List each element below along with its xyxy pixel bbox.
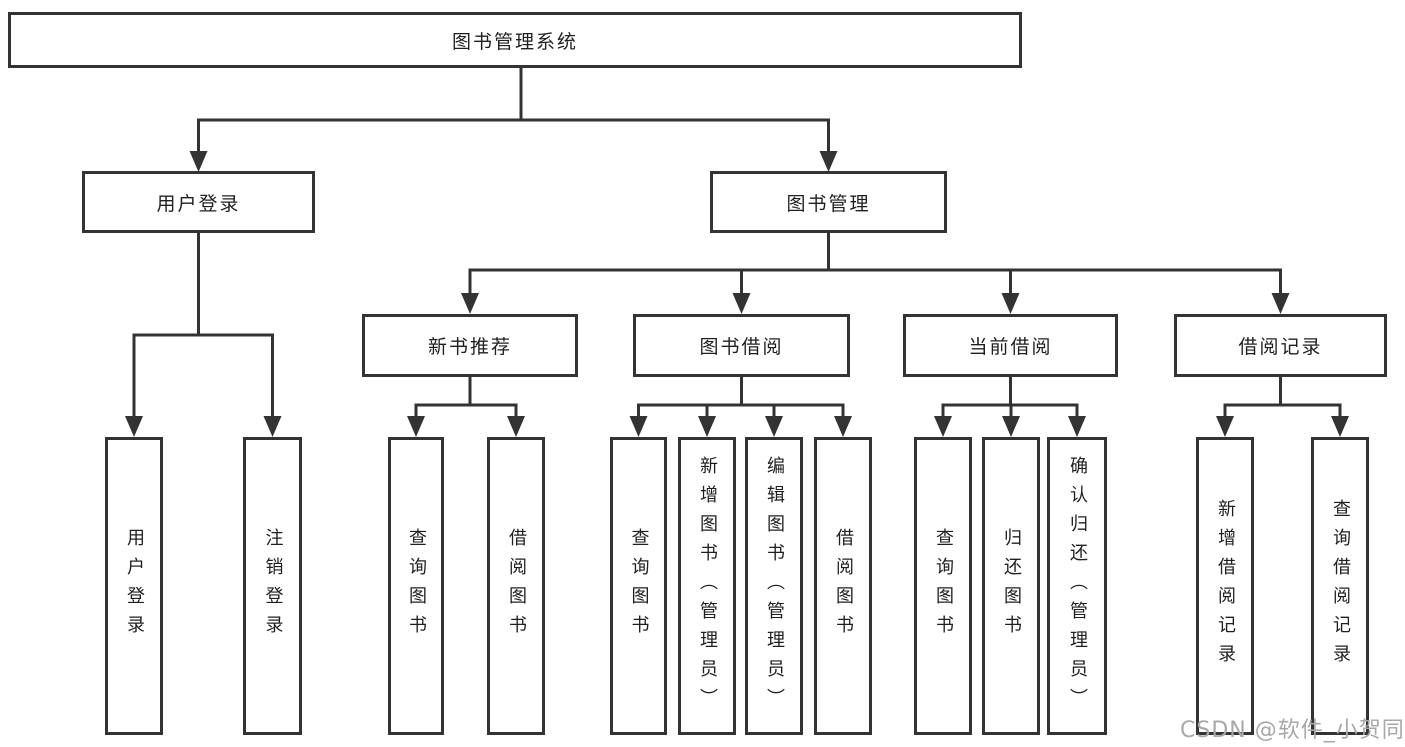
node-book-management: 图书管理 [710,171,947,233]
leaf-label: 归还图书 [1001,528,1022,644]
leaf-label: 查询图书 [628,528,650,644]
leaf-add-borrow-record: 新增借阅记录 [1196,437,1254,735]
leaf-label: 用户登录 [124,528,145,644]
leaf-label: 查询图书 [933,528,954,644]
leaf-label: 查询借阅记录 [1330,499,1351,673]
leaf-add-books-admin: 新增图书（管理员） [678,437,736,735]
leaf-label: 新增图书（管理员） [697,455,718,717]
leaf-label: 借阅图书 [833,528,854,644]
leaf-query-books-recommend: 查询图书 [388,437,444,735]
node-user-login: 用户登录 [82,171,315,233]
leaf-label: 编辑图书（管理员） [764,455,785,717]
node-library-management-system: 图书管理系统 [8,12,1022,68]
connector-root-to-level2 [189,68,838,172]
leaf-borrow-books-borrowing: 借阅图书 [814,437,872,735]
leaf-label: 借阅图书 [506,528,527,644]
leaf-edit-books-admin: 编辑图书（管理员） [745,437,803,735]
leaf-return-books: 归还图书 [982,437,1040,735]
connector-current-borrowing-to-leaves [934,377,1086,437]
connector-book-management-to-level3 [461,233,1290,314]
leaf-label: 注销登录 [262,528,284,644]
node-book-borrowing: 图书借阅 [633,314,850,377]
node-borrowing-records: 借阅记录 [1174,314,1387,377]
leaf-query-borrow-record: 查询借阅记录 [1311,437,1369,735]
connector-user-login-to-leaves [125,233,282,437]
leaf-borrow-books-recommend: 借阅图书 [487,437,545,735]
leaf-label: 确认归还（管理员） [1067,455,1088,717]
node-current-borrowing: 当前借阅 [903,314,1118,377]
leaf-label: 查询图书 [406,528,427,644]
leaf-query-books-borrowing: 查询图书 [610,437,667,735]
leaf-confirm-return-admin: 确认归还（管理员） [1047,437,1107,735]
connector-new-book-recommendation-to-leaves [407,377,525,437]
connector-borrowing-records-to-leaves [1216,377,1349,437]
leaf-logout: 注销登录 [243,437,302,735]
leaf-label: 新增借阅记录 [1215,499,1236,673]
connector-book-borrowing-to-leaves [629,377,852,437]
leaf-user-login: 用户登录 [105,437,163,735]
watermark: CSDN @软件_小贺同学 [1180,718,1405,743]
node-new-book-recommendation: 新书推荐 [362,314,578,377]
leaf-query-books-current: 查询图书 [914,437,972,735]
